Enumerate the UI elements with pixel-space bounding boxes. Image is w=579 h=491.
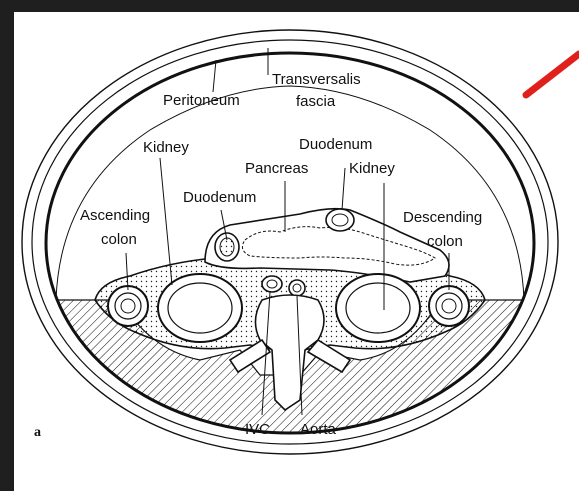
- label-descending-line1: Descending: [403, 209, 482, 226]
- duodenum-left-organ: [215, 233, 239, 261]
- label-aorta: Aorta: [300, 421, 337, 438]
- label-kidney-left: Kidney: [143, 139, 189, 156]
- label-duodenum-top: Duodenum: [299, 136, 372, 153]
- ivc-vessel: [262, 276, 282, 292]
- label-kidney-right: Kidney: [349, 160, 395, 177]
- panel-letter: a: [34, 425, 41, 440]
- label-ascending-line2: colon: [101, 231, 137, 248]
- ascending-colon-organ: [108, 286, 148, 326]
- duodenum-top-organ: [326, 209, 354, 231]
- label-peritoneum: Peritoneum: [163, 92, 240, 109]
- label-pancreas: Pancreas: [245, 160, 308, 177]
- label-ascending-line1: Ascending: [80, 207, 150, 224]
- red-pointer-arrow-icon: [526, 54, 579, 95]
- label-ivc: IVC: [245, 421, 270, 438]
- label-descending-line2: colon: [427, 233, 463, 250]
- label-transversalis-line2: fascia: [296, 93, 336, 110]
- aorta-vessel: [289, 280, 305, 296]
- label-duodenum-left: Duodenum: [183, 189, 256, 206]
- kidney-left-organ: [158, 274, 242, 342]
- descending-colon-organ: [429, 286, 469, 326]
- kidney-right-organ: [336, 274, 420, 342]
- label-transversalis-line1: Transversalis: [272, 71, 361, 88]
